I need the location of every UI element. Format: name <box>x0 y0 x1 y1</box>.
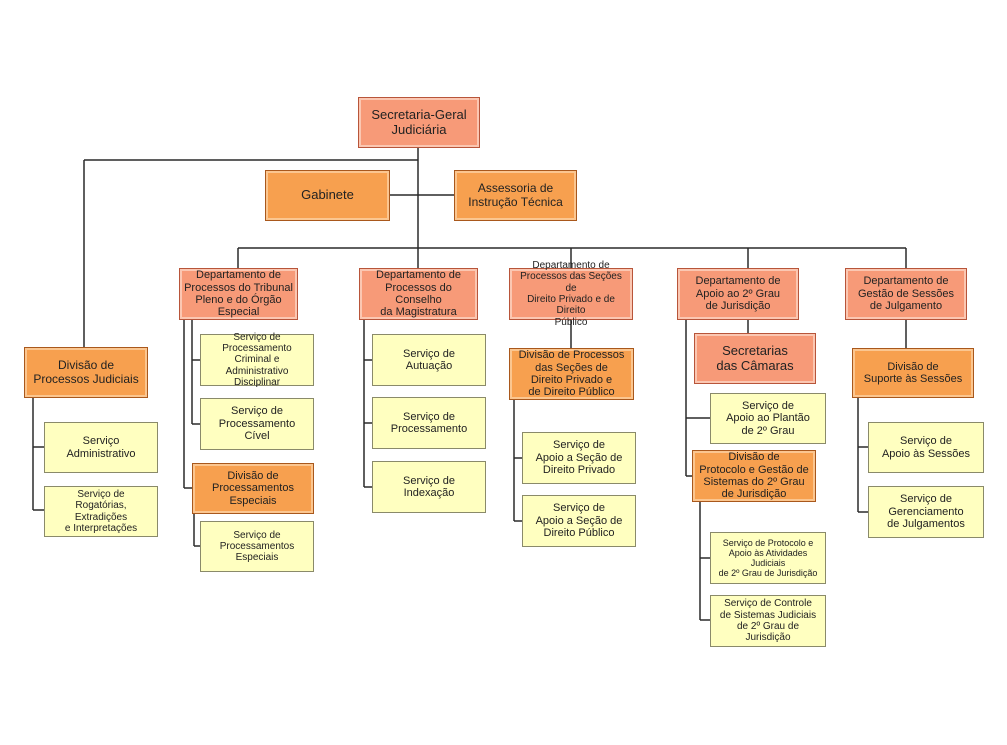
node-dept-secoes-direito[interactable]: Departamento de Processos das Seções de … <box>509 260 633 328</box>
node-divisao-suporte-sessoes[interactable]: Divisão de Suporte às Sessões <box>852 348 974 398</box>
node-dept-conselho-magistratura[interactable]: Departamento de Processos do Conselho da… <box>359 268 478 320</box>
node-servico-controle-sistemas[interactable]: Serviço de Controle de Sistemas Judiciai… <box>710 595 826 647</box>
node-divisao-processos-judiciais[interactable]: Divisão de Processos Judiciais <box>24 347 148 398</box>
node-secretaria-geral[interactable]: Secretaria-Geral Judiciária <box>358 97 480 148</box>
node-servico-processamentos-especiais[interactable]: Serviço de Processamentos Especiais <box>200 521 314 572</box>
node-servico-autuacao[interactable]: Serviço de Autuação <box>372 334 486 386</box>
node-divisao-processamentos-especiais[interactable]: Divisão de Processamentos Especiais <box>192 463 314 514</box>
node-secretarias-camaras[interactable]: Secretarias das Câmaras <box>694 333 816 384</box>
node-assessoria[interactable]: Assessoria de Instrução Técnica <box>454 170 577 221</box>
node-servico-apoio-direito-privado[interactable]: Serviço de Apoio a Seção de Direito Priv… <box>522 432 636 484</box>
node-servico-apoio-sessoes[interactable]: Serviço de Apoio às Sessões <box>868 422 984 473</box>
node-divisao-protocolo-gestao[interactable]: Divisão de Protocolo e Gestão de Sistema… <box>692 450 816 502</box>
node-servico-processamento-criminal[interactable]: Serviço de Processamento Criminal e Admi… <box>200 332 314 388</box>
node-dept-gestao-sessoes[interactable]: Departamento de Gestão de Sessões de Jul… <box>845 268 967 320</box>
node-servico-processamento-civel[interactable]: Serviço de Processamento Cível <box>200 398 314 450</box>
node-servico-apoio-plantao[interactable]: Serviço de Apoio ao Plantão de 2º Grau <box>710 393 826 444</box>
node-servico-apoio-direito-publico[interactable]: Serviço de Apoio a Seção de Direito Públ… <box>522 495 636 547</box>
node-servico-gerenciamento-julgamentos[interactable]: Serviço de Gerenciamento de Julgamentos <box>868 486 984 538</box>
node-dept-tribunal-pleno[interactable]: Departamento de Processos do Tribunal Pl… <box>179 268 298 320</box>
node-servico-indexacao[interactable]: Serviço de Indexação <box>372 461 486 513</box>
node-servico-rogatorias[interactable]: Serviço de Rogatórias, Extradições e Int… <box>44 486 158 537</box>
node-gabinete[interactable]: Gabinete <box>265 170 390 221</box>
node-servico-protocolo-apoio[interactable]: Serviço de Protocolo e Apoio às Atividad… <box>710 532 826 584</box>
node-servico-administrativo[interactable]: Serviço Administrativo <box>44 422 158 473</box>
node-dept-apoio-2-grau[interactable]: Departamento de Apoio ao 2º Grau de Juri… <box>677 268 799 320</box>
node-divisao-processos-secoes[interactable]: Divisão de Processos das Seções de Direi… <box>509 348 634 400</box>
node-servico-processamento[interactable]: Serviço de Processamento <box>372 397 486 449</box>
